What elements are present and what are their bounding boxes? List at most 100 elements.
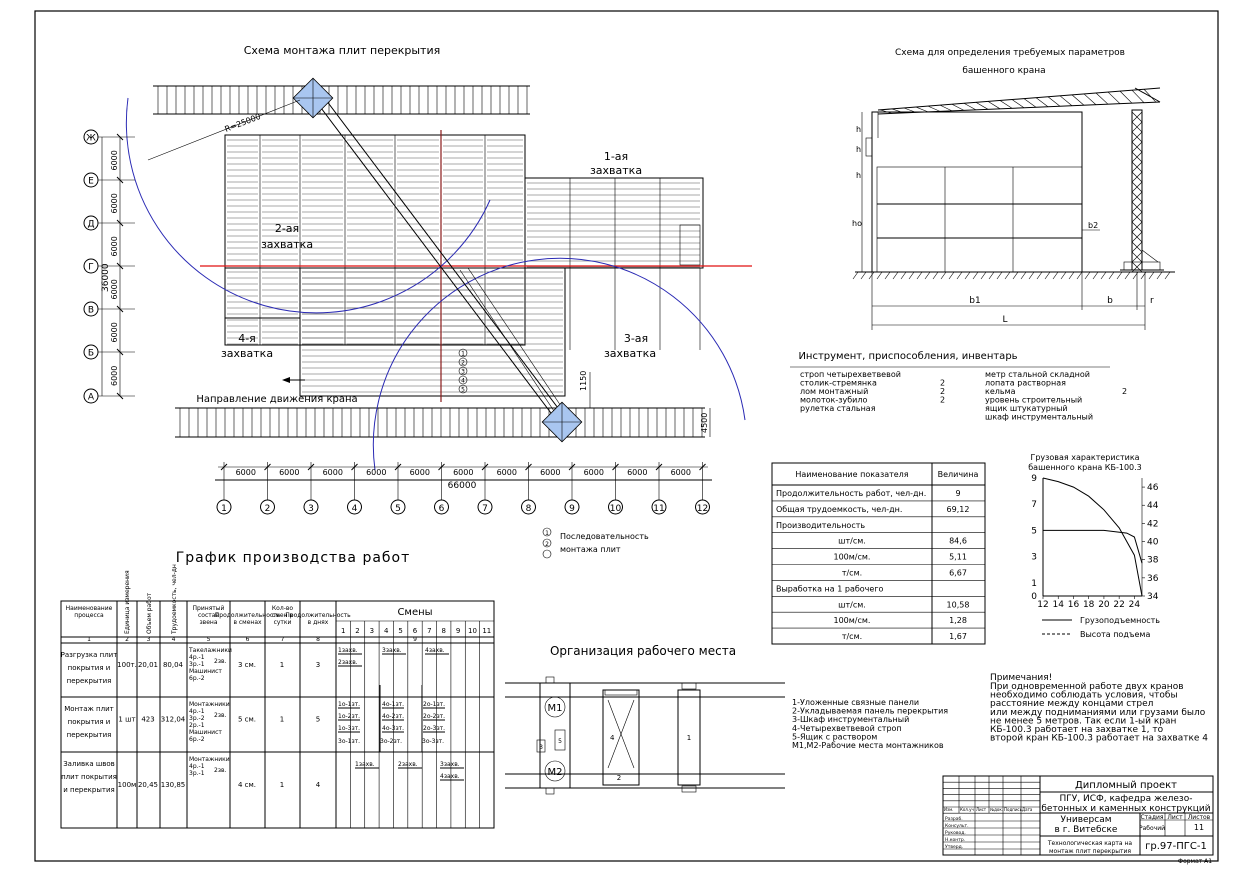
tool-item: рулетка стальная <box>800 404 876 413</box>
column-axis-bubble <box>695 499 710 515</box>
svg-text:3 см.: 3 см. <box>238 661 256 669</box>
row-dimension: 6000 <box>110 366 119 386</box>
column-axis-bubble <box>564 499 580 515</box>
tools-title: Инструмент, приспособления, инвентарь <box>798 351 1017 362</box>
svg-text:1: 1 <box>341 627 345 635</box>
svg-text:4: 4 <box>610 734 615 742</box>
shifts-header: Смены <box>397 607 432 618</box>
svg-text:1: 1 <box>545 530 549 537</box>
crane-rail-top <box>153 85 530 115</box>
total-column-dimension: 66000 <box>448 481 477 491</box>
svg-text:5: 5 <box>398 627 402 635</box>
schedule-bar-label: 1захв. <box>338 647 358 654</box>
crane-direction-label: Направление движения крана <box>196 394 357 405</box>
tool-item: молоток-зубило <box>800 396 867 405</box>
total-row-dimension: 36000 <box>101 263 111 292</box>
svg-text:Продолжительность: Продолжительность <box>285 612 351 619</box>
row-dimension: 6000 <box>110 236 119 256</box>
signature-row-label: Н.контр. <box>945 837 965 843</box>
svg-text:100т.: 100т. <box>117 661 137 669</box>
schedule-bar-label: 2о-1зт. <box>423 701 445 708</box>
column-axis-label: 3 <box>308 504 314 514</box>
y-right-tick-label: 36 <box>1147 574 1159 584</box>
row-axis-label: Ж <box>86 134 96 144</box>
x-tick-label: 20 <box>1098 600 1110 610</box>
svg-text:Принятый: Принятый <box>193 605 225 612</box>
svg-text:4: 4 <box>384 627 389 635</box>
column-dimension: 6000 <box>671 468 691 477</box>
indicator-name: Выработка на 1 рабочего <box>776 584 884 593</box>
svg-text:2зв.: 2зв. <box>214 712 227 719</box>
schedule-bar-label: 4о-2зт. <box>382 713 404 720</box>
schedule-bar-label: 1о-2зт. <box>338 713 360 720</box>
svg-text:Наименование: Наименование <box>66 605 113 612</box>
svg-text:Технологическая карта на: Технологическая карта на <box>1047 840 1133 847</box>
svg-text:4: 4 <box>172 636 176 643</box>
svg-text:2: 2 <box>940 396 945 405</box>
svg-text:ПГУ, ИСФ, кафедра железо-: ПГУ, ИСФ, кафедра железо- <box>1060 794 1193 804</box>
svg-text:1: 1 <box>280 661 284 669</box>
svg-text:бетонных и каменных конструкци: бетонных и каменных конструкций <box>1041 804 1210 814</box>
svg-text:звена: звена <box>199 619 217 626</box>
svg-text:2: 2 <box>940 387 945 396</box>
svg-text:состав: состав <box>198 612 219 619</box>
y-left-tick-label: 5 <box>1031 526 1037 536</box>
svg-text:130,85: 130,85 <box>161 781 186 789</box>
sequence-marker <box>458 375 468 385</box>
y-left-tick-label: 3 <box>1031 553 1037 563</box>
schedule-bar-label: 1о-3зт. <box>338 725 360 732</box>
row-axis-label: Б <box>88 349 94 359</box>
radius-label: R=25000 <box>223 112 261 134</box>
indicator-value: 69,12 <box>947 505 970 514</box>
row-dimension: 6000 <box>110 150 119 170</box>
row-axis-label: Д <box>87 220 94 230</box>
schedule-bar-label: 4захв. <box>425 647 445 654</box>
svg-text:сутки: сутки <box>274 619 292 626</box>
svg-text:2: 2 <box>545 541 549 548</box>
signature-row-label: Консульт. <box>945 823 969 829</box>
svg-text:2зв.: 2зв. <box>214 767 227 774</box>
svg-text:Изм.: Изм. <box>944 807 953 812</box>
svg-text:М1: М1 <box>548 703 563 714</box>
svg-text:hо: hо <box>852 219 862 228</box>
schedule-header: Объем работ <box>146 592 153 634</box>
schedule-bar-label: 4о-3зт. <box>382 725 404 732</box>
process-name: и перекрытия <box>63 786 114 794</box>
svg-text:100м: 100м <box>118 781 137 789</box>
workplace-title: Организация рабочего места <box>550 644 736 658</box>
crane-reach-arc-1 <box>125 97 491 314</box>
column-axis-bubble <box>434 499 449 515</box>
process-name: Разгрузка плит <box>61 651 118 659</box>
sequence-marker <box>458 384 468 394</box>
worker-m1 <box>544 696 566 718</box>
process-name: покрытия и <box>68 664 111 672</box>
svg-text:4р.-1: 4р.-1 <box>189 763 205 770</box>
svg-text:3: 3 <box>147 636 151 643</box>
svg-text:2р.-1: 2р.-1 <box>189 722 205 729</box>
column-axis-label: 9 <box>569 504 575 514</box>
signature-row-label: Руковод. <box>945 830 966 836</box>
schedule-title: График производства работ <box>176 550 411 566</box>
y-left-tick-label: 9 <box>1031 474 1037 484</box>
schedule-bar-label: 4о-1зт. <box>382 701 404 708</box>
sheet-format: Формат А1 <box>1178 858 1212 865</box>
note-line: необходимо соблюдать условия, чтобы <box>990 691 1178 701</box>
indicators-table: Наименование показателя Величина Продолж… <box>771 462 986 645</box>
zone-3-label-2: захватка <box>604 347 656 360</box>
svg-text:Такелажники: Такелажники <box>188 647 232 654</box>
svg-text:b: b <box>1107 296 1113 306</box>
tool-item: лопата растворная <box>985 379 1066 388</box>
svg-text:4: 4 <box>316 781 321 789</box>
svg-text:Рабочий: Рабочий <box>1139 825 1165 832</box>
svg-text:20,45: 20,45 <box>138 781 158 789</box>
worker-m2 <box>544 760 566 782</box>
column-axis-label: 7 <box>482 504 488 514</box>
svg-text:Наименование показателя: Наименование показателя <box>795 470 908 479</box>
column-dimension: 6000 <box>453 468 473 477</box>
svg-text:3: 3 <box>370 627 374 635</box>
tool-item: лом монтажный <box>800 387 868 396</box>
svg-text:4 см.: 4 см. <box>238 781 256 789</box>
tool-item: шкаф инструментальный <box>985 413 1093 422</box>
